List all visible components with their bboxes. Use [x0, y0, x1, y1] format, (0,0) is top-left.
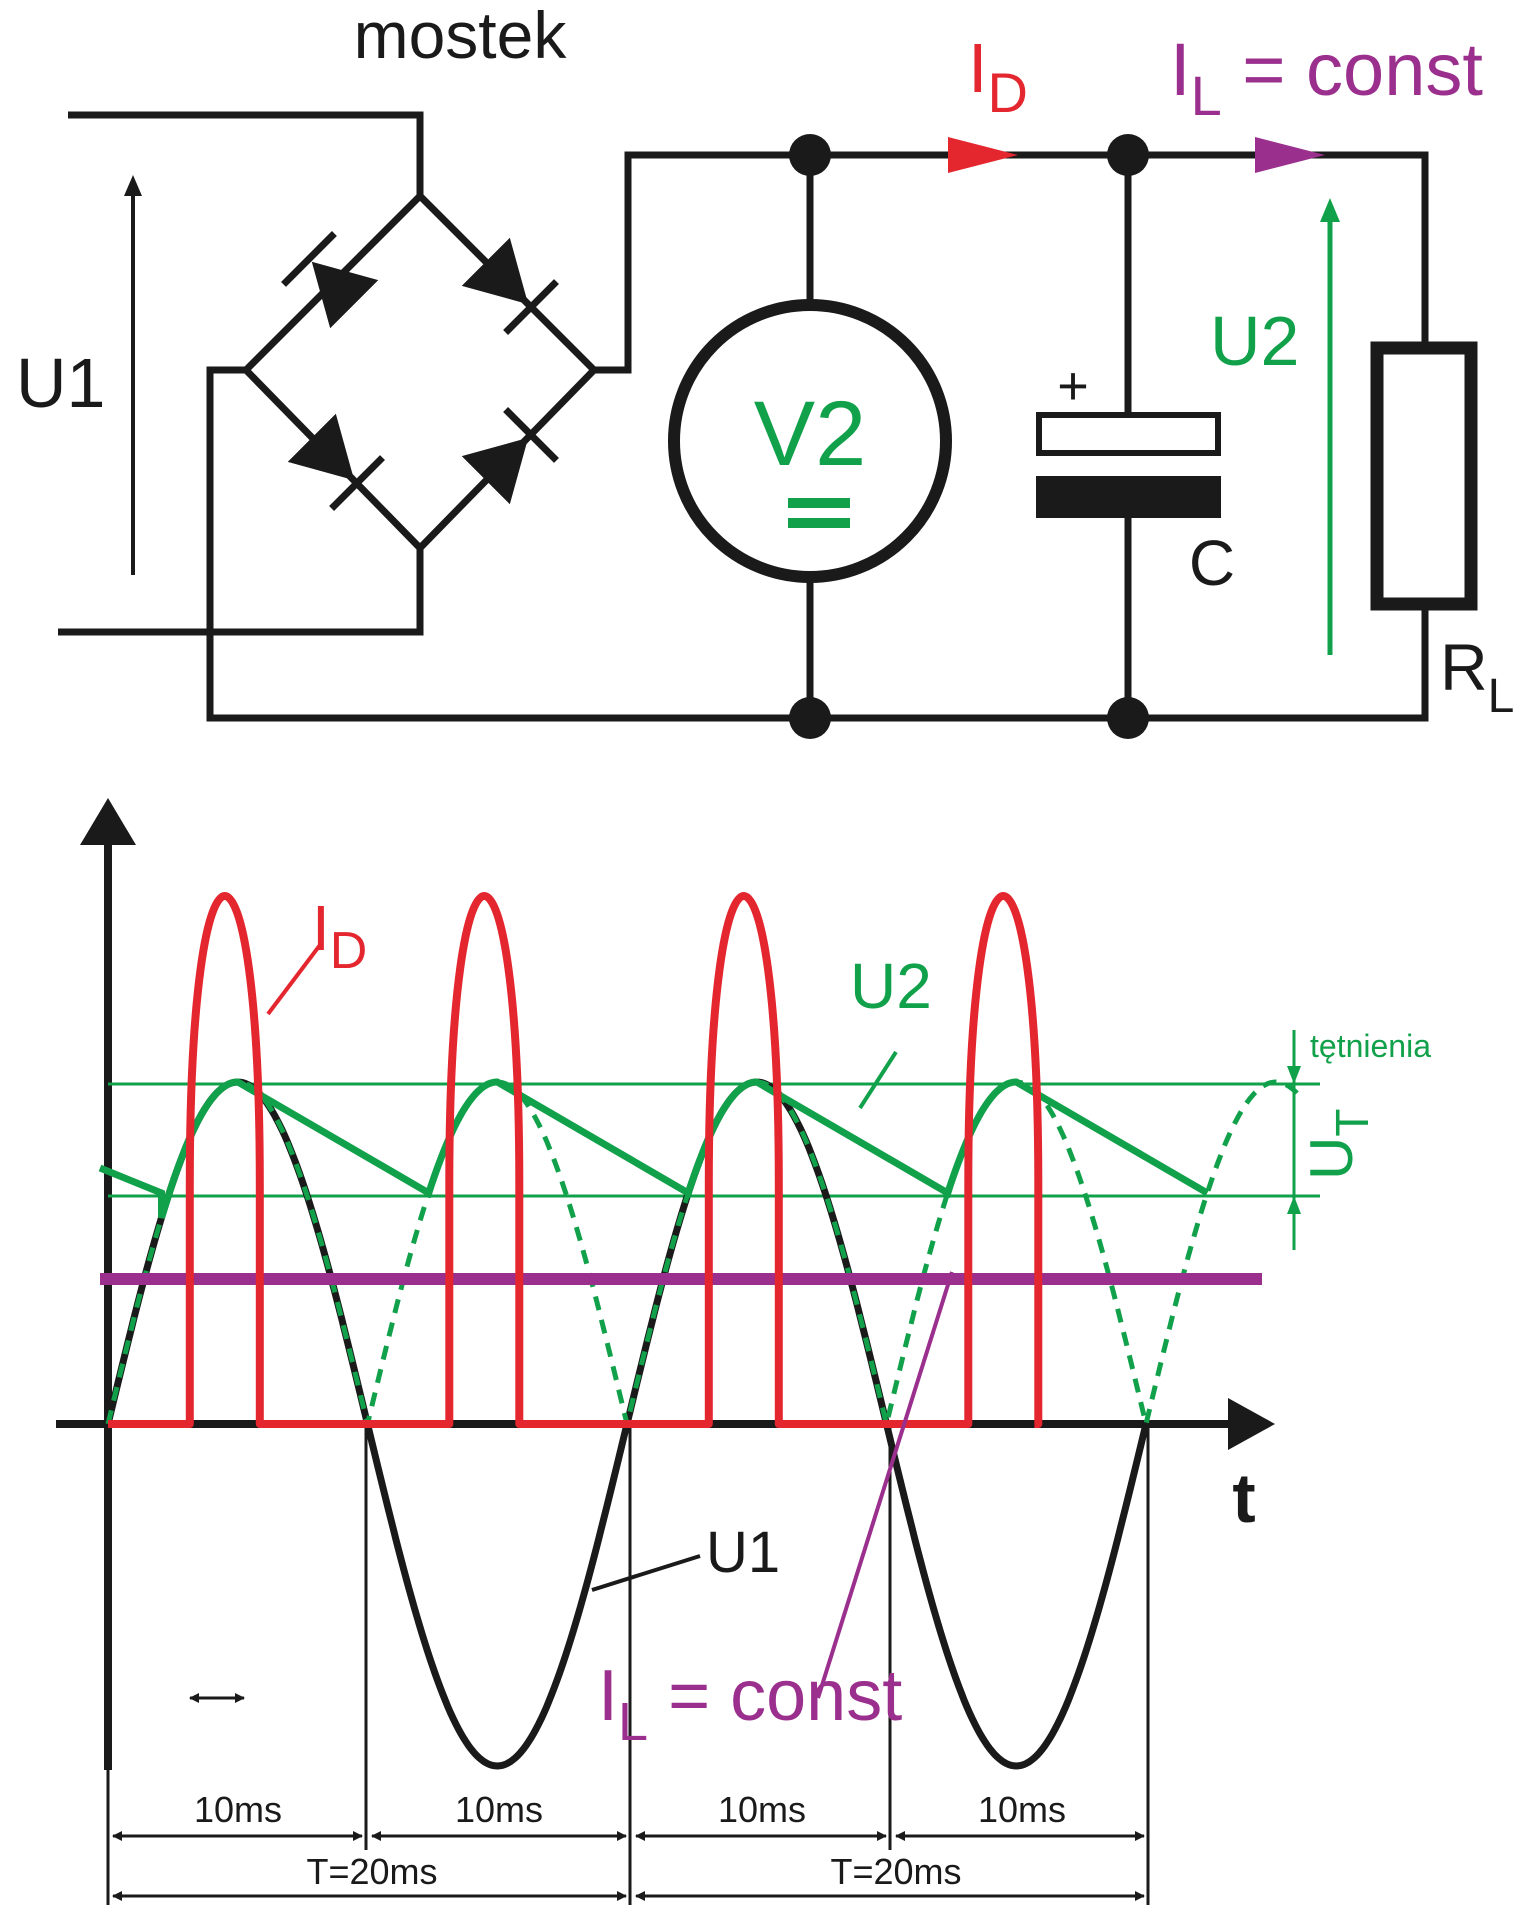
capacitor-plus-sign: +	[1057, 356, 1089, 416]
input-wire-bottom	[58, 548, 424, 636]
load-current-wave-label: IL = const	[598, 1656, 902, 1752]
load-current-sub: L	[1191, 64, 1222, 127]
diode-current-label: ID	[968, 29, 1028, 124]
period-label: T=20ms	[830, 1851, 961, 1892]
period-dimensions: T=20ms T=20ms	[112, 1851, 1145, 1901]
diode-current-waveform	[108, 892, 1043, 1428]
load-current-wave-main: I	[598, 1656, 618, 1736]
dc-symbol-line-bottom	[788, 518, 850, 528]
load-resistor-label: RL	[1440, 630, 1514, 723]
diode-top-left-icon	[281, 231, 379, 329]
junction-dot	[789, 697, 831, 739]
circuit-schematic: V2 + C RL mostek U1 U2 ID IL = const	[16, 0, 1514, 739]
voltmeter-label: V2	[754, 383, 867, 485]
load-current-arrow-icon	[1255, 137, 1325, 173]
diode-current-arrow-icon	[948, 137, 1018, 173]
u1-callout	[591, 1554, 701, 1592]
u2-wave-label: U2	[850, 950, 932, 1022]
time-axis-label: t	[1232, 1459, 1255, 1537]
wire-negative-out	[206, 366, 1429, 722]
diode-current-wave-sub: D	[330, 922, 368, 980]
load-resistor-icon	[1370, 341, 1478, 611]
half-period-dimensions: 10ms 10ms 10ms 10ms	[112, 1789, 1145, 1841]
half-period-label: 10ms	[194, 1789, 282, 1830]
output-voltage-label: U2	[1210, 302, 1299, 380]
diode-current-wave-label: ID	[312, 892, 367, 980]
output-voltage-arrowhead-icon	[1320, 198, 1340, 222]
diode-current-callout	[266, 943, 322, 1016]
half-period-label: 10ms	[718, 1789, 806, 1830]
junction-dot	[789, 134, 831, 176]
load-current-wave-sub: L	[618, 1692, 648, 1752]
load-resistor-main: R	[1440, 630, 1488, 704]
half-period-label: 10ms	[978, 1789, 1066, 1830]
period-markers	[106, 1424, 1150, 1905]
voltmeter-icon	[668, 299, 952, 583]
load-resistor-sub: L	[1488, 670, 1515, 723]
vertical-axis-arrowhead-icon	[80, 798, 136, 845]
period-label: T=20ms	[306, 1851, 437, 1892]
dc-symbol-line-top	[788, 498, 850, 508]
bridge-rectifier	[243, 193, 597, 551]
half-period-label: 10ms	[455, 1789, 543, 1830]
diode-bottom-right-icon	[461, 407, 559, 505]
diode-bottom-left-icon	[287, 413, 385, 511]
load-current-rest: = const	[1222, 28, 1484, 111]
ripple-voltage-main: U	[1298, 1137, 1365, 1180]
ripple-arrow-bottom-icon	[1287, 1196, 1301, 1214]
load-current-wave-rest: = const	[648, 1656, 902, 1736]
input-wire-top	[68, 111, 424, 196]
u2-callout	[858, 1050, 898, 1110]
time-axis-arrowhead-icon	[1228, 1398, 1275, 1450]
diode-current-main: I	[968, 29, 987, 107]
load-current-main: I	[1170, 28, 1191, 111]
diode-current-sub: D	[987, 61, 1027, 124]
ripple-label: tętnienia	[1310, 1028, 1431, 1064]
u1-wave-label: U1	[706, 1520, 780, 1585]
capacitor-plate-positive	[1036, 412, 1221, 456]
input-voltage-arrowhead-icon	[124, 175, 142, 196]
input-voltage-label: U1	[16, 344, 105, 422]
capacitor-plate-negative	[1036, 476, 1221, 518]
diode-top-right-icon	[461, 237, 559, 335]
diode-current-wave-main: I	[312, 892, 330, 964]
load-current-label: IL = const	[1170, 28, 1483, 127]
ripple-voltage-sub: T	[1326, 1109, 1378, 1137]
ripple-voltage-label: UT	[1298, 1109, 1378, 1180]
junction-dot	[1107, 134, 1149, 176]
wire-positive-out	[594, 151, 1429, 374]
bridge-label: mostek	[354, 0, 568, 72]
load-current-callout	[816, 1271, 954, 1699]
waveform-plot: t ID U2 tętni	[56, 798, 1431, 1905]
junction-dot	[1107, 697, 1149, 739]
ripple-arrow-top-icon	[1287, 1066, 1301, 1084]
capacitor-label: C	[1189, 527, 1235, 599]
